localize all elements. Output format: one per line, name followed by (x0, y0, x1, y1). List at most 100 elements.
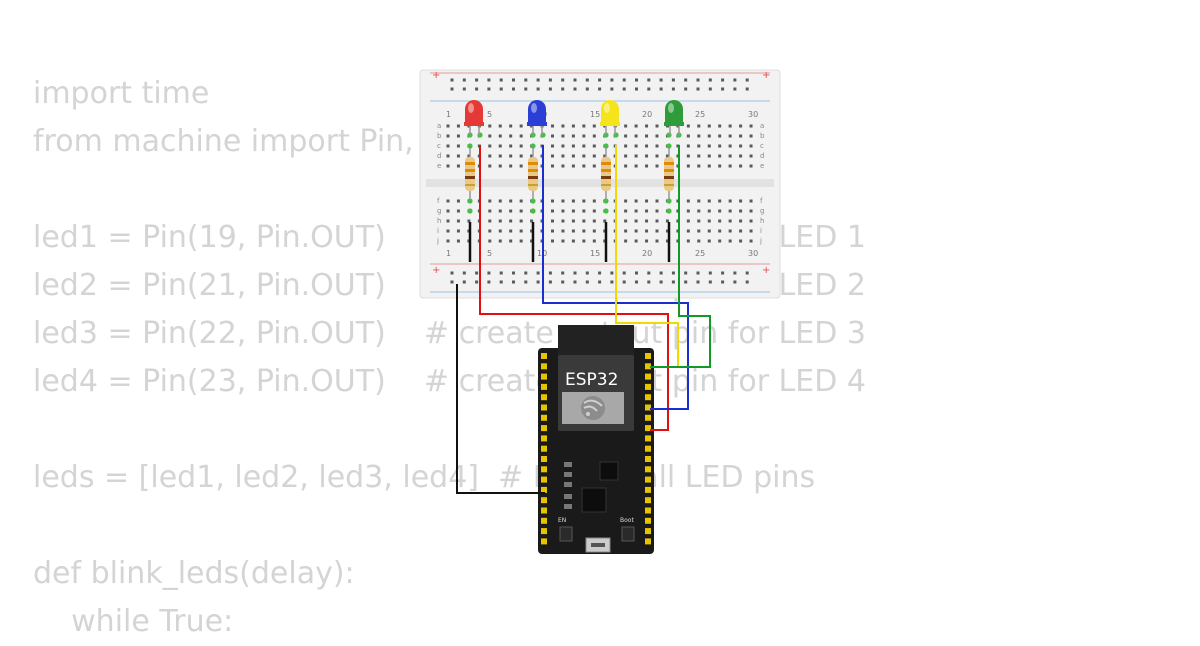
breadboard-hole (739, 124, 743, 128)
rail-hole (659, 280, 663, 284)
breadboard-hole (446, 164, 450, 168)
breadboard-hole (697, 134, 701, 138)
rail-hole (512, 78, 515, 82)
breadboard-hole (686, 199, 690, 203)
wire-blue[interactable] (542, 145, 689, 410)
rail-hole (548, 78, 552, 82)
esp32-boot-button[interactable] (621, 526, 635, 542)
rail-hole (561, 78, 565, 82)
breadboard-hole (509, 164, 513, 168)
breadboard-hole (697, 164, 701, 168)
breadboard-hole (718, 134, 722, 138)
breadboard-hole (686, 229, 690, 233)
breadboard-hole (456, 164, 460, 168)
resistor-body (601, 157, 611, 191)
rail-hole (622, 78, 626, 82)
breadboard-hole (697, 124, 701, 128)
breadboard-hole (718, 199, 722, 203)
row-letter: b (760, 132, 765, 140)
wire-red[interactable] (479, 145, 669, 431)
breadboard-hole (739, 199, 743, 203)
breadboard-hole (446, 209, 450, 213)
rail-hole (708, 280, 712, 284)
esp32-board[interactable]: ESP32 EN Boot (538, 325, 654, 554)
ground-jumpers (468, 222, 671, 262)
breadboard-hole (582, 209, 586, 213)
breadboard-hole (686, 219, 690, 223)
breadboard-hole (697, 154, 701, 158)
rail-hole (487, 87, 491, 91)
header-pin (541, 476, 547, 483)
resistor-band (528, 162, 538, 165)
breadboard-hole (707, 164, 711, 168)
led-body (528, 100, 546, 124)
breadboard-hole (509, 124, 513, 128)
rail-hole (635, 280, 638, 284)
breadboard-hole (634, 154, 638, 158)
resistor-band (664, 184, 674, 186)
wire-green[interactable] (650, 145, 711, 368)
rail-hole (487, 78, 491, 82)
header-pin (645, 425, 651, 432)
rail-hole (647, 280, 651, 284)
rail-hole (635, 78, 638, 82)
breadboard-hole (456, 209, 460, 213)
breadboard-hole (655, 239, 659, 243)
breadboard-hole (551, 144, 554, 148)
breadboard-hole (571, 219, 575, 223)
header-pin (541, 414, 547, 421)
breadboard-hole (488, 199, 492, 203)
esp32-en-button[interactable] (559, 526, 573, 542)
breadboard-hole (686, 134, 690, 138)
breadboard-hole (561, 219, 565, 223)
breadboard-hole (519, 239, 523, 243)
breadboard-center-channel (426, 179, 774, 187)
rail-hole (635, 271, 638, 275)
resistor-band (601, 162, 611, 165)
header-pin (645, 363, 651, 370)
breadboard-hole (498, 124, 502, 128)
breadboard-hole (645, 199, 649, 203)
breadboard-hole (665, 239, 669, 243)
header-pin (645, 394, 651, 401)
breadboard-hole (561, 124, 565, 128)
breadboard-hole (655, 164, 659, 168)
breadboard-hole (686, 144, 690, 148)
breadboard-hole (728, 219, 732, 223)
breadboard-hole (697, 199, 701, 203)
breadboard-hole (592, 134, 596, 138)
rail-hole (475, 280, 479, 284)
breadboard-hole (718, 124, 722, 128)
wire-black[interactable] (456, 284, 545, 494)
esp32-regulator-chip (599, 461, 619, 481)
breadboard-hole (645, 124, 649, 128)
breadboard-hole (655, 219, 659, 223)
breadboard-hole (707, 134, 711, 138)
header-pin (645, 404, 651, 411)
rail-hole (536, 280, 540, 284)
breadboard-hole (655, 144, 659, 148)
breadboard-hole (728, 124, 732, 128)
header-pin (541, 528, 547, 535)
breadboard-hole (592, 209, 596, 213)
header-pin (645, 517, 651, 524)
breadboard-hole (749, 124, 753, 128)
breadboard-hole (498, 134, 502, 138)
row-letter: e (760, 162, 764, 170)
breadboard-hole (509, 154, 513, 158)
rail-hole (671, 271, 675, 275)
row-letter: e (437, 162, 441, 170)
breadboard-hole (707, 219, 711, 223)
header-pin (645, 528, 651, 535)
breadboard-hole (456, 219, 460, 223)
breadboard-hole (707, 124, 711, 128)
led-body (465, 100, 483, 124)
esp32-smd (564, 462, 572, 467)
led-body (665, 100, 683, 124)
breadboard-hole (519, 199, 523, 203)
rail-hole (745, 87, 749, 91)
header-pin (645, 538, 651, 545)
header-pin (541, 363, 547, 370)
breadboard-hole (749, 219, 753, 223)
